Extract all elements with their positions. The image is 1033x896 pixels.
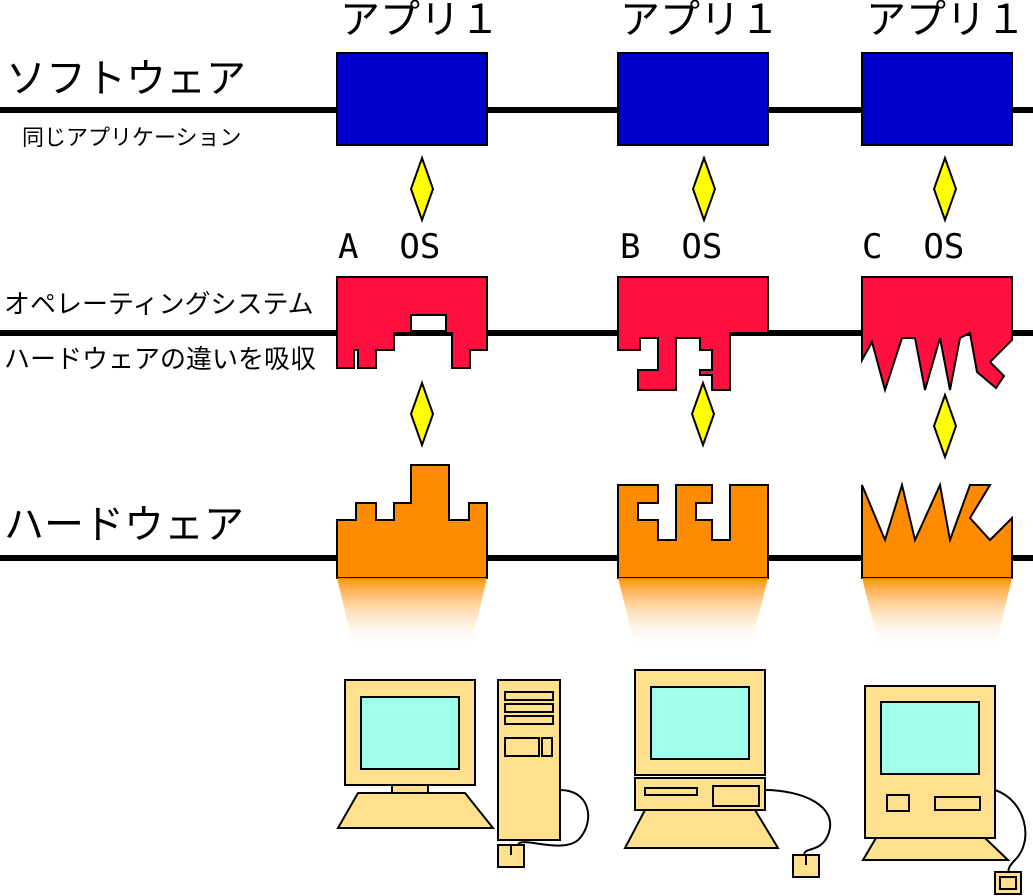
yellow-diamond-icon [409, 380, 435, 448]
compact-mac-icon [861, 685, 1027, 895]
yellow-diamond-icon [932, 392, 958, 460]
hardware-block-b [617, 484, 769, 579]
os-block-c [861, 276, 1013, 394]
desktop-pc-icon [623, 669, 832, 878]
hardware-layer-label: ハードウェア [4, 502, 244, 548]
tower-pc-icon [336, 679, 590, 868]
hardware-block-a [336, 464, 488, 579]
software-layer-label: ソフトウェア [6, 56, 246, 102]
hardware-beam-a [337, 578, 487, 650]
os-label-a: A OS [338, 227, 440, 267]
os-block-b [617, 276, 769, 391]
software-layer-sublabel: 同じアプリケーション [22, 126, 242, 151]
os-label-b: B OS [620, 227, 722, 267]
yellow-diamond-icon [409, 155, 435, 223]
app-label-a: アプリ１ [340, 0, 500, 43]
app-label-b: アプリ１ [620, 0, 780, 43]
hardware-beam-b [618, 578, 768, 650]
os-label-c: C OS [862, 227, 964, 267]
app-block-a [336, 52, 488, 146]
os-block-a [336, 276, 488, 369]
yellow-diamond-icon [691, 155, 717, 223]
yellow-diamond-icon [932, 155, 958, 223]
os-layer-sublabel: ハードウェアの違いを吸収 [4, 345, 316, 375]
os-layer-label: オペレーティングシステム [4, 290, 314, 320]
hardware-block-c [861, 481, 1013, 579]
hardware-beam-c [862, 578, 1012, 650]
yellow-diamond-icon [690, 380, 716, 448]
app-block-c [861, 52, 1013, 146]
app-block-b [617, 52, 769, 146]
app-label-c: アプリ１ [866, 0, 1026, 43]
